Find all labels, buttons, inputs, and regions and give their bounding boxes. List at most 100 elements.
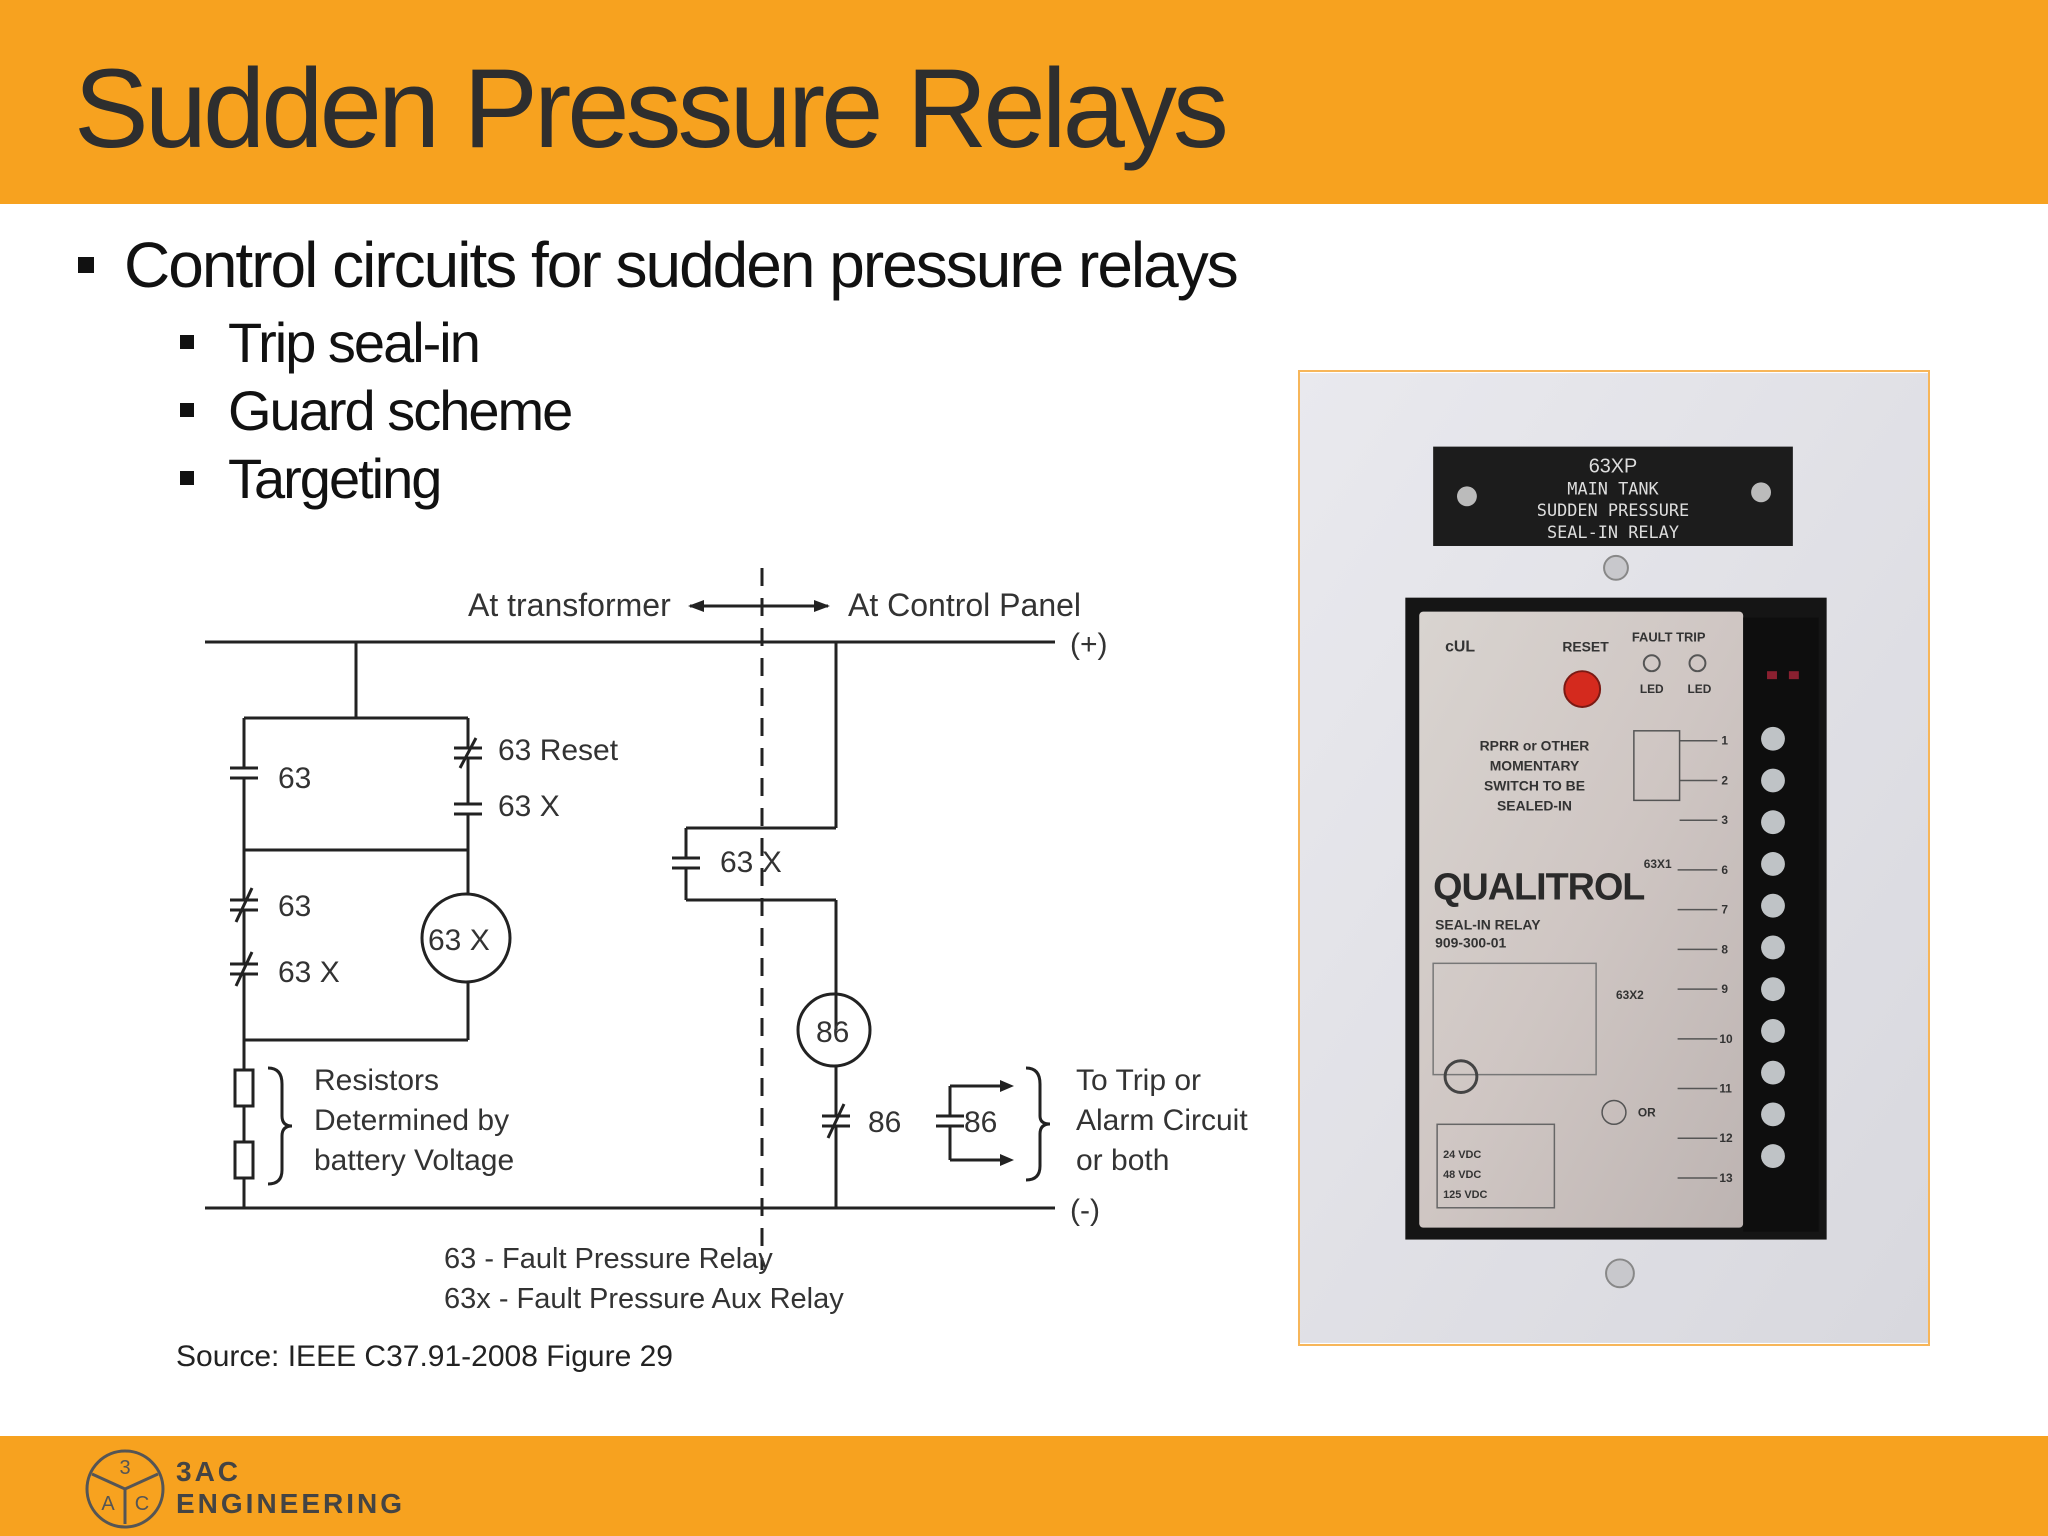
bullet-list: Control circuits for sudden pressure rel… bbox=[78, 222, 1239, 512]
model-line-1: SEAL-IN RELAY bbox=[1435, 917, 1541, 933]
sub-bullet-targeting: Targeting bbox=[180, 444, 1237, 512]
terminal-strip bbox=[1743, 617, 1819, 1232]
label-resistors-2: Determined by bbox=[314, 1104, 509, 1137]
arrow-left-icon bbox=[688, 600, 704, 612]
led-icon bbox=[1688, 654, 1707, 673]
model-line-2: 909-300-01 bbox=[1435, 934, 1506, 950]
svg-text:13: 13 bbox=[1719, 1171, 1733, 1185]
label-63-reset: 63 Reset bbox=[498, 734, 619, 767]
k2-label: 63X2 bbox=[1616, 988, 1644, 1002]
screw-icon bbox=[1751, 482, 1771, 503]
tag-line-2: MAIN TANK bbox=[1567, 478, 1659, 498]
bullet-square-icon bbox=[180, 471, 194, 485]
label-resistors-1: Resistors bbox=[314, 1064, 439, 1097]
fault-trip-label: FAULT TRIP bbox=[1632, 629, 1706, 644]
logo-a: A bbox=[101, 1493, 115, 1515]
label-63: 63 bbox=[278, 762, 311, 795]
terminal-leds bbox=[1767, 671, 1799, 680]
header-bar bbox=[0, 0, 2048, 204]
sub-bullet-text: Guard scheme bbox=[228, 378, 573, 442]
label-86-b: 86 bbox=[964, 1106, 997, 1139]
resistors-brace bbox=[267, 1066, 293, 1186]
label-63x-a: 63 X bbox=[498, 790, 560, 823]
svg-text:1: 1 bbox=[1721, 734, 1728, 748]
label-trip-2: Alarm Circuit bbox=[1076, 1104, 1248, 1137]
rating-label-box bbox=[1432, 962, 1597, 1076]
label-plus: (+) bbox=[1070, 628, 1108, 661]
svg-text:9: 9 bbox=[1721, 982, 1728, 996]
label-63x-mid: 63 X bbox=[720, 846, 782, 879]
nameplate bbox=[1433, 446, 1793, 546]
bullet-square-icon bbox=[78, 257, 94, 273]
resistor-1 bbox=[233, 1068, 255, 1108]
label-86: 86 bbox=[868, 1106, 901, 1139]
arrow-right-icon bbox=[814, 600, 830, 612]
relay-faceplate bbox=[1419, 611, 1744, 1228]
switch-line-4: SEALED-IN bbox=[1497, 797, 1572, 813]
screw-icon bbox=[1603, 554, 1629, 581]
label-coil-63x: 63 X bbox=[428, 924, 490, 957]
contact-63x-mid-no bbox=[672, 856, 700, 870]
sub-bullet-text: Trip seal-in bbox=[228, 310, 481, 374]
coil-63x bbox=[420, 892, 512, 984]
switch-line-2: MOMENTARY bbox=[1490, 758, 1580, 774]
trip-arrow-top-icon bbox=[1000, 1080, 1014, 1092]
switch-line-3: SWITCH TO BE bbox=[1484, 777, 1585, 793]
source-citation: Source: IEEE C37.91-2008 Figure 29 bbox=[176, 1340, 673, 1373]
led2-label: LED bbox=[1688, 682, 1712, 696]
bullet-square-icon bbox=[180, 403, 194, 417]
sub-bullet-trip-seal-in: Trip seal-in bbox=[180, 308, 1237, 376]
k1-label: 63X1 bbox=[1644, 857, 1672, 871]
svg-text:10: 10 bbox=[1719, 1032, 1733, 1046]
svg-text:3: 3 bbox=[1721, 813, 1728, 827]
bullet-main: Control circuits for sudden pressure rel… bbox=[78, 222, 1239, 308]
contact-86-output-no bbox=[936, 1114, 964, 1128]
label-coil-86: 86 bbox=[816, 1016, 849, 1049]
reset-label: RESET bbox=[1562, 638, 1609, 654]
reset-button-icon bbox=[1563, 670, 1602, 708]
tag-line-4: SEAL-IN RELAY bbox=[1547, 522, 1679, 542]
label-at-control-panel: At Control Panel bbox=[848, 587, 1081, 623]
svg-text:12: 12 bbox=[1719, 1131, 1733, 1145]
sub-bullet-text: Targeting bbox=[228, 446, 442, 510]
logo-c: C bbox=[135, 1493, 149, 1515]
company-name-line2: ENGINEERING bbox=[176, 1488, 406, 1519]
svg-text:6: 6 bbox=[1721, 863, 1728, 877]
screw-icon bbox=[1605, 1258, 1635, 1289]
voltage-125: 125 VDC bbox=[1443, 1189, 1487, 1201]
screw-icon bbox=[1457, 486, 1477, 507]
terminal-numbers: 1 2 3 6 7 8 9 10 11 12 13 bbox=[1719, 734, 1733, 1185]
svg-text:11: 11 bbox=[1719, 1082, 1732, 1096]
led1-label: LED bbox=[1640, 682, 1664, 696]
resistor-2 bbox=[233, 1140, 255, 1180]
sub-bullet-guard-scheme: Guard scheme bbox=[180, 376, 1237, 444]
trip-arrow-bottom-icon bbox=[1000, 1154, 1014, 1166]
ul-mark-icon: cUL bbox=[1445, 638, 1475, 655]
terminal-screws bbox=[1761, 726, 1785, 1169]
tag-line-1: 63XP bbox=[1589, 455, 1638, 477]
label-at-transformer: At transformer bbox=[468, 587, 671, 623]
label-trip-1: To Trip or bbox=[1076, 1064, 1201, 1097]
company-logo-icon: 3 A C bbox=[85, 1449, 165, 1529]
svg-text:2: 2 bbox=[1721, 773, 1728, 787]
trip-brace bbox=[1025, 1066, 1051, 1182]
label-63-b: 63 bbox=[278, 890, 311, 923]
contact-63x-no bbox=[454, 802, 482, 816]
brand-logo: QUALITROL bbox=[1433, 866, 1644, 908]
svg-text:8: 8 bbox=[1721, 942, 1728, 956]
schematic-lines bbox=[1601, 730, 1718, 1179]
footer-bar bbox=[0, 1436, 2048, 1536]
switch-line-1: RPRR or OTHER bbox=[1480, 738, 1590, 754]
coil-86 bbox=[796, 992, 872, 1068]
or-label: OR bbox=[1638, 1105, 1656, 1119]
certification-mark-icon bbox=[1443, 1059, 1479, 1094]
bullet-square-icon bbox=[180, 335, 194, 349]
label-63x-b: 63 X bbox=[278, 956, 340, 989]
voltage-48: 48 VDC bbox=[1443, 1169, 1481, 1181]
logo-3: 3 bbox=[119, 1457, 130, 1479]
contact-63-no bbox=[230, 766, 258, 780]
label-trip-3: or both bbox=[1076, 1144, 1169, 1177]
legend-63x: 63x - Fault Pressure Aux Relay bbox=[444, 1283, 844, 1315]
bullet-main-text: Control circuits for sudden pressure rel… bbox=[124, 229, 1239, 301]
slide-title: Sudden Pressure Relays bbox=[74, 46, 1229, 171]
